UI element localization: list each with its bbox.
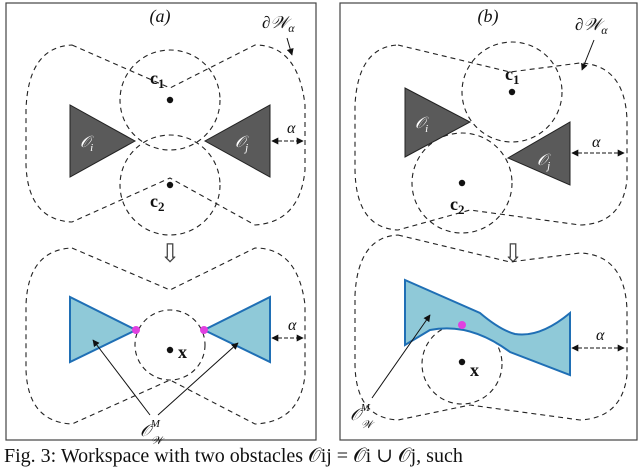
down-arrow-b: ⇩ <box>502 239 524 268</box>
circle-c1 <box>119 49 221 151</box>
merged-arrow-b <box>371 314 431 399</box>
boundary-arrow-b <box>581 39 595 71</box>
figure-caption: Fig. 3: Workspace with two obstacles 𝒪ij… <box>4 445 463 467</box>
merged-arrow-left <box>92 339 151 416</box>
panel-a-frame <box>5 2 317 441</box>
point-x-b <box>458 358 466 366</box>
c1-label: c1 <box>150 68 165 91</box>
obstacle-j-b <box>506 121 571 186</box>
c1-label-b: c1 <box>505 64 520 87</box>
contact-point-right <box>200 326 208 334</box>
alpha-label-bottom-b: α <box>596 327 605 344</box>
merged-obstacle-right <box>201 295 271 364</box>
circle-c2-b <box>411 132 513 234</box>
panel-b-frame <box>339 2 638 441</box>
x-label-b: x <box>470 360 479 380</box>
workspace-boundary-bottom-b <box>354 234 628 421</box>
boundary-label: ∂𝒲α <box>262 13 295 35</box>
center-c2-b <box>458 179 466 187</box>
obstacle-i <box>69 104 137 178</box>
alpha-label-top: α <box>287 120 296 137</box>
circle-x <box>134 309 206 381</box>
boundary-arrow <box>286 37 294 56</box>
contact-point-left <box>132 326 140 334</box>
boundary-label-b: ∂𝒲α <box>575 15 608 37</box>
workspace-boundary-top <box>25 44 306 226</box>
circle-c2 <box>119 134 221 236</box>
merged-obstacle-b <box>404 278 571 377</box>
alpha-label-top-b: α <box>592 134 601 151</box>
merged-arrow-right <box>157 342 239 416</box>
center-c1-b <box>508 88 516 96</box>
alpha-label-bottom: α <box>288 317 297 334</box>
circle-c1-b <box>461 41 563 143</box>
down-arrow: ⇩ <box>159 239 181 268</box>
center-c1 <box>166 96 174 104</box>
center-c2 <box>166 181 174 189</box>
x-label: x <box>178 342 187 362</box>
c2-label: c2 <box>150 191 165 214</box>
workspace-boundary-bottom <box>25 247 306 425</box>
c2-label-b: c2 <box>450 194 465 217</box>
obstacle-j <box>203 104 271 178</box>
point-x <box>166 346 174 354</box>
panel-a: (a) ∂𝒲α c1 c2 𝒪i 𝒪j α ⇩ x α <box>5 2 317 447</box>
circle-x-b <box>421 323 503 405</box>
merged-obstacle-left <box>69 295 139 364</box>
contact-point-b <box>458 321 466 329</box>
panel-a-label: (a) <box>150 6 171 27</box>
workspace-boundary-top-b <box>354 44 628 231</box>
obstacle-i-b <box>404 87 472 158</box>
panel-b-label: (b) <box>478 6 499 27</box>
